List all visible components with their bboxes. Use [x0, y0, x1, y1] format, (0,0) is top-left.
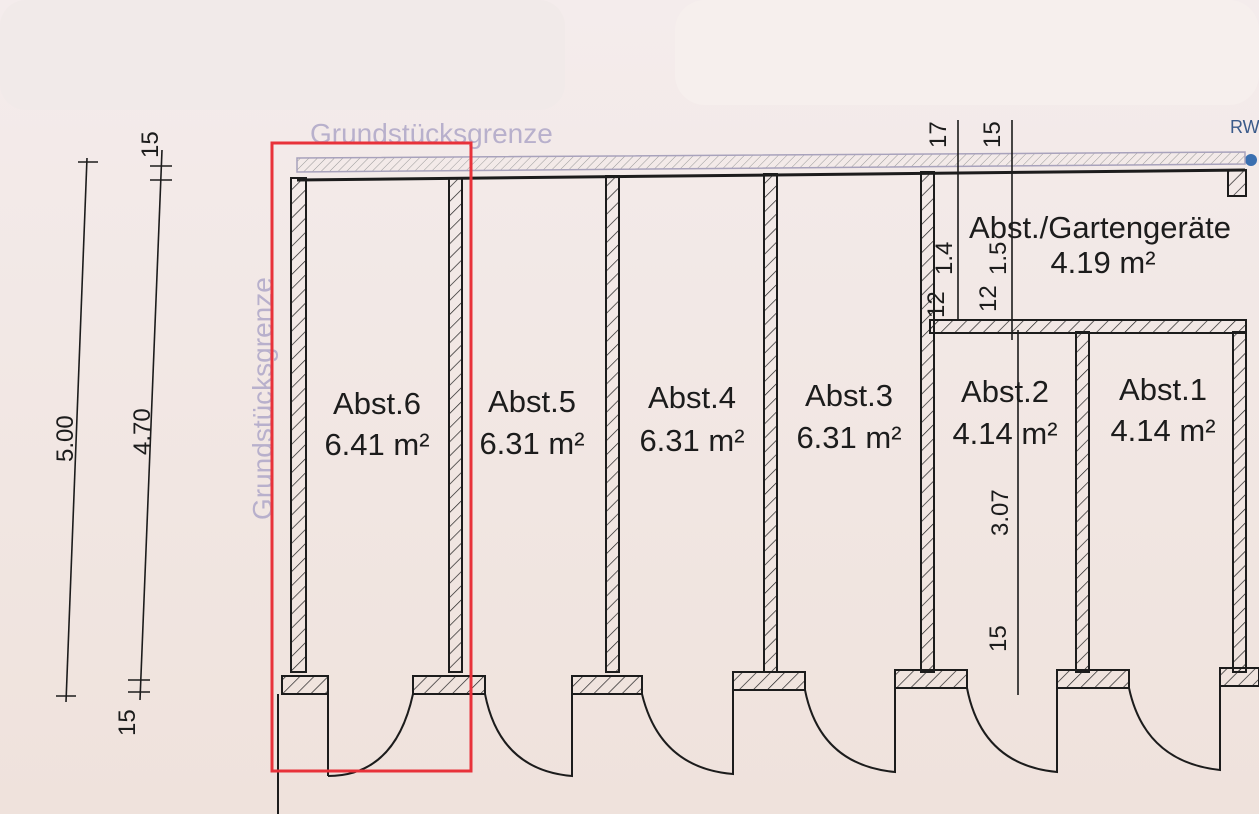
- redacted-patch-left: [0, 0, 565, 110]
- storage-name: Abst./Gartengeräte: [969, 210, 1231, 245]
- room-area: 6.31 m²: [479, 426, 584, 461]
- room-area: 6.31 m²: [639, 423, 744, 458]
- partition-wall-6-5: [448, 177, 463, 673]
- room-area: 4.14 m²: [1110, 413, 1215, 448]
- dimension-lines: [56, 120, 1019, 703]
- room-area: 6.31 m²: [796, 420, 901, 455]
- left-wall: [290, 177, 307, 673]
- storage-front-wall: [929, 319, 1247, 334]
- dim-lower-depth: 3.07: [987, 489, 1014, 536]
- dim-lower-wall: 15: [985, 625, 1012, 652]
- storage-area: 4.19 m²: [1050, 245, 1155, 280]
- partition-wall-4-3: [763, 173, 778, 673]
- dim-wall-bottom: 15: [114, 709, 141, 736]
- partition-wall-5-4: [605, 175, 620, 673]
- highlight-box: [270, 141, 473, 773]
- storage-right-wall: [1227, 169, 1247, 197]
- room-name: Abst.1: [1119, 372, 1207, 407]
- room-name: Abst.3: [805, 378, 893, 413]
- room-name: Abst.5: [488, 384, 576, 419]
- boundary-strip-top: [296, 151, 1246, 173]
- dim-wall-top-right-a: 17: [925, 121, 952, 148]
- right-wall: [1232, 331, 1247, 673]
- partition-wall-2-1: [1075, 331, 1090, 673]
- room-area: 4.14 m²: [952, 416, 1057, 451]
- room-name: Abst.4: [648, 380, 736, 415]
- front-wall-segments: [281, 667, 1259, 695]
- redacted-patch-right: [675, 0, 1259, 105]
- room-name: Abst.6: [333, 386, 421, 421]
- dim-storage-depth-a: 1.4: [931, 242, 958, 275]
- dim-total-depth: 5.00: [52, 415, 79, 462]
- dim-storage-depth-b: 1.5: [985, 242, 1012, 275]
- door-swings: [277, 686, 1221, 814]
- dim-inner-depth: 4.70: [129, 408, 156, 455]
- dim-partition-b: 12: [975, 285, 1002, 312]
- room-area: 6.41 m²: [324, 427, 429, 462]
- dim-wall-top-right-b: 15: [979, 121, 1006, 148]
- dim-partition-a: 12: [923, 291, 950, 318]
- dim-wall-top: 15: [137, 131, 164, 158]
- room-labels: Abst.6 6.41 m² Abst.5 6.31 m² Abst.4 6.3…: [324, 372, 1215, 462]
- room-name: Abst.2: [961, 374, 1049, 409]
- rw-label: RW: [1230, 117, 1259, 137]
- rw-marker-icon: [1245, 154, 1257, 166]
